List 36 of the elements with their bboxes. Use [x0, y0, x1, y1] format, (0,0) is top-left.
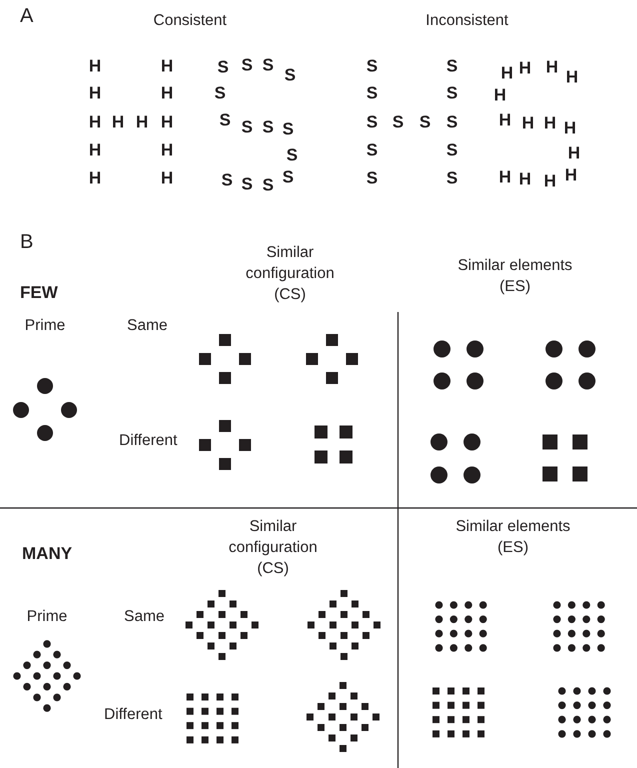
- group-label: FEW: [20, 282, 58, 303]
- group-label: MANY: [22, 543, 72, 564]
- letter-row-text: S S S S: [216, 55, 297, 85]
- column-heading: Similar configuration (CS): [228, 517, 318, 579]
- letter-row-text: H H: [88, 140, 174, 160]
- letter-row-text: H H: [88, 83, 174, 103]
- letter-row-text: H H H H: [500, 57, 580, 87]
- row-label: Different: [119, 431, 178, 451]
- row-label: Same: [124, 607, 164, 627]
- letter-row-text: S: [285, 145, 299, 165]
- panel-letter: B: [20, 232, 34, 253]
- letter-row-text: H H H H: [498, 110, 578, 138]
- row-label: Prime: [26, 607, 68, 627]
- column-heading: Similar elements (ES): [456, 256, 574, 297]
- letter-row-text: S S S S: [220, 167, 295, 195]
- letter-row-text: H H H H: [88, 112, 174, 132]
- letter-row-text: H: [492, 85, 508, 105]
- column-heading: Inconsistent: [424, 11, 510, 31]
- letter-row-text: H H H H: [498, 165, 578, 191]
- row-label: Different: [104, 705, 162, 725]
- row-label: Same: [127, 316, 168, 336]
- panel-letter: A: [20, 6, 34, 27]
- letter-row-text: S: [213, 83, 227, 103]
- row-label: Prime: [24, 316, 66, 336]
- letter-row-text: S S: [365, 168, 459, 188]
- letter-row-text: S S: [365, 56, 459, 76]
- letter-row-text: H: [566, 143, 582, 163]
- letter-row-text: S S: [365, 83, 459, 103]
- letter-row-text: H H: [88, 168, 174, 188]
- column-heading: Similar configuration (CS): [244, 243, 336, 305]
- letter-row-text: S S S S: [218, 110, 295, 139]
- letter-row-text: H H: [88, 56, 174, 76]
- letter-row-text: S S S S: [365, 112, 459, 132]
- letter-row-text: S S: [365, 140, 459, 160]
- column-heading: Similar elements (ES): [454, 517, 572, 558]
- column-heading: Consistent: [152, 11, 228, 31]
